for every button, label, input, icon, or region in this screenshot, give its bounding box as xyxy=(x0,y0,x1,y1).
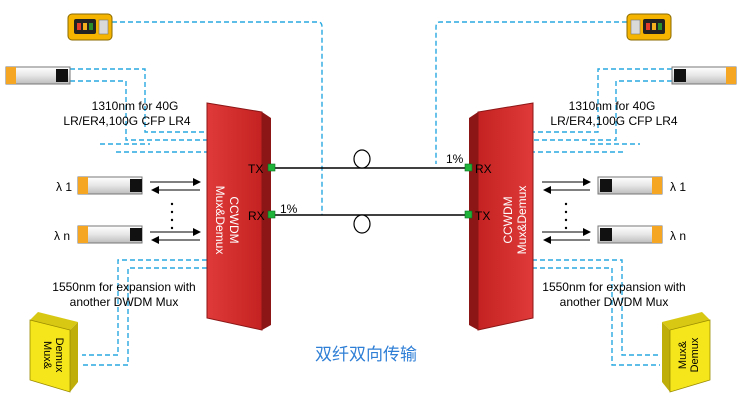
left-cfp-desc-2: LR/ER4,100G CFP LR4 xyxy=(63,114,190,128)
ellipsis-dots xyxy=(170,202,174,230)
fiber-cfp-right-b xyxy=(532,80,672,141)
left-exp-desc-2: another DWDM Mux xyxy=(70,295,179,309)
fiber-meter-left xyxy=(112,21,323,215)
sfp-module-icon[interactable] xyxy=(77,176,143,195)
left-rx-port[interactable] xyxy=(267,210,276,219)
right-rx-label: RX xyxy=(475,162,492,176)
left-lambda-n: λ n xyxy=(54,229,70,243)
left-exp-desc-1: 1550nm for expansion with xyxy=(52,280,195,294)
cfp-module-icon[interactable] xyxy=(5,66,71,85)
diagram-caption: 双纤双向传输 xyxy=(315,345,417,364)
right-dwdm-label-2: Demux xyxy=(689,337,701,372)
power-meter-icon[interactable] xyxy=(67,13,113,41)
cfp-module-icon[interactable] xyxy=(671,66,737,85)
left-rx-label: RX xyxy=(248,209,265,223)
left-tap-label: 1% xyxy=(280,202,298,216)
right-tap-label: 1% xyxy=(446,152,464,166)
fiber-links xyxy=(70,21,672,366)
ellipsis-dots xyxy=(564,202,568,230)
right-rx-port[interactable] xyxy=(464,163,473,172)
trunk-fibers xyxy=(272,167,468,216)
dwdm-mux-icon[interactable]: Mux& Demux xyxy=(662,312,711,393)
right-cfp-desc-1: 1310nm for 40G xyxy=(569,99,656,113)
fiber-exp-right-a xyxy=(532,259,660,356)
sfp-module-icon[interactable] xyxy=(77,225,143,244)
left-cfp-desc-1: 1310nm for 40G xyxy=(92,99,179,113)
fiber-exp-right-b xyxy=(532,267,660,366)
right-cfp-desc-2: LR/ER4,100G CFP LR4 xyxy=(550,114,677,128)
right-lambda-1: λ 1 xyxy=(670,180,686,194)
right-exp-desc-1: 1550nm for expansion with xyxy=(542,280,685,294)
left-dwdm-label-2: Demux xyxy=(53,338,65,373)
right-mux-label-2: Mux&Demux xyxy=(515,186,529,255)
right-tx-label: TX xyxy=(475,209,490,223)
right-dwdm-label-1: Mux& xyxy=(677,340,689,369)
fiber-cfp-left-a xyxy=(70,68,207,133)
sfp-module-icon[interactable] xyxy=(597,225,663,244)
fiber-cfp-left-b xyxy=(70,80,207,141)
fiber-exp-left-a xyxy=(82,259,207,356)
fiber-cfp-right-a xyxy=(532,68,672,133)
right-lambda-n: λ n xyxy=(670,229,686,243)
left-dwdm-label-1: Mux& xyxy=(41,341,53,370)
fiber-spool-icon xyxy=(353,149,371,169)
left-tx-port[interactable] xyxy=(267,163,276,172)
fiber-meter-right xyxy=(435,21,627,164)
right-mux-label-1: CCWDM xyxy=(501,196,515,243)
power-meter-icon[interactable] xyxy=(626,13,672,41)
right-tx-port[interactable] xyxy=(464,210,473,219)
right-exp-desc-2: another DWDM Mux xyxy=(560,295,669,309)
dwdm-mux-icon[interactable]: Mux& Demux xyxy=(29,312,78,393)
sfp-module-icon[interactable] xyxy=(597,176,663,195)
fiber-spool-icon xyxy=(353,214,371,234)
left-mux-label-2: Mux&Demux xyxy=(213,186,227,255)
left-mux-label-1: CCWDM xyxy=(227,196,241,243)
left-lambda-1: λ 1 xyxy=(56,180,72,194)
left-tx-label: TX xyxy=(248,162,263,176)
left-ccwdm-mux[interactable]: CCWDM Mux&Demux xyxy=(206,102,271,331)
